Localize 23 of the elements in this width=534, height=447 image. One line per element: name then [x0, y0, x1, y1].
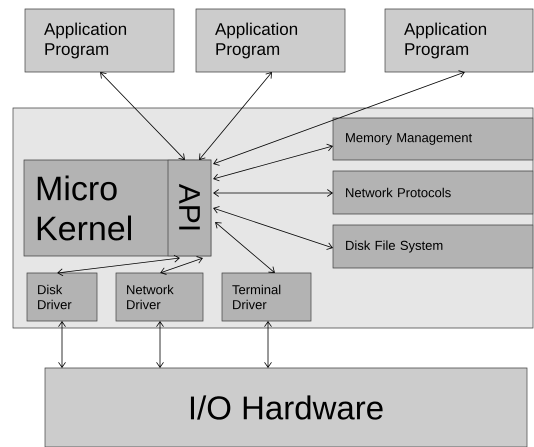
app-box: Application Program — [24, 8, 174, 72]
api-box: API — [168, 160, 212, 256]
arrow — [264, 321, 272, 368]
arrow — [213, 189, 333, 197]
arrow — [100, 72, 185, 160]
arrow — [160, 256, 203, 275]
app-box: Application Program — [196, 8, 346, 72]
service-box: Disk File System — [332, 224, 534, 268]
service-box: Network Protocols — [332, 170, 534, 214]
driver-box: Network Driver — [116, 272, 204, 322]
arrow — [213, 144, 333, 182]
arrow — [213, 70, 466, 166]
arrow — [213, 206, 333, 250]
arrow — [199, 72, 272, 160]
driver-box: Disk Driver — [26, 272, 98, 322]
arrow — [215, 222, 275, 273]
app-box: Application Program — [384, 8, 534, 72]
arrow — [57, 254, 180, 276]
arrow — [58, 321, 66, 368]
driver-box: Terminal Driver — [222, 272, 312, 322]
hardware-box: I/O Hardware — [44, 368, 528, 447]
arrow — [156, 321, 164, 368]
service-box: Memory Management — [332, 118, 534, 160]
